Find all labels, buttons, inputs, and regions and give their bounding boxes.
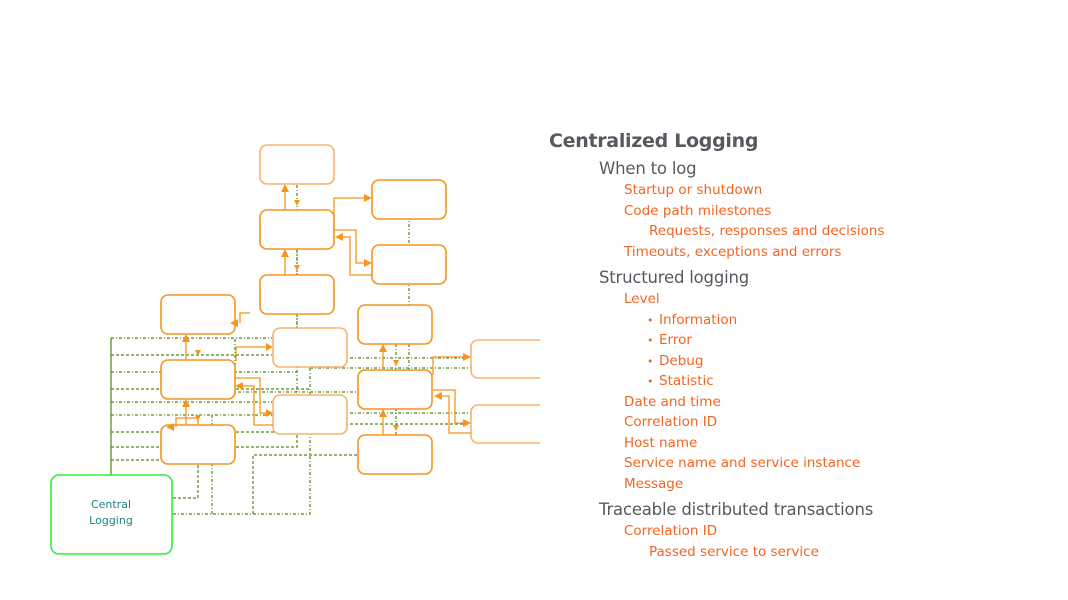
service-node [357, 304, 433, 345]
service-node [259, 209, 335, 250]
outline-item: Service name and service instance [624, 455, 861, 471]
service-node [470, 339, 540, 379]
outline-item: Host name [624, 434, 698, 451]
section-traceable-transactions: Traceable distributed transactions Corre… [599, 499, 1059, 562]
outline-title: Centralized Logging [549, 130, 759, 152]
section-when-to-log: When to log Startup or shutdown Code pat… [599, 158, 1059, 262]
service-node [272, 327, 348, 368]
service-node [259, 274, 335, 315]
service-node [371, 179, 447, 220]
outline-bullet-item: •Debug [647, 351, 1059, 372]
service-node [357, 434, 433, 475]
service-node [470, 404, 540, 444]
outline-bullet-item: •Information [647, 310, 1059, 331]
outline-item: Timeouts, exceptions and errors [624, 243, 842, 260]
central-logging-label-line1: Central [91, 498, 131, 511]
section-heading: When to log [599, 159, 697, 178]
outline-item: Startup or shutdown [624, 182, 763, 198]
bullet-icon: • [647, 375, 654, 388]
service-node [259, 144, 335, 185]
service-node [272, 394, 348, 435]
service-node [371, 244, 447, 285]
outline-item: Correlation ID [624, 414, 718, 430]
service-node [160, 359, 236, 400]
microservices-logging-diagram: Central Logging [50, 144, 540, 555]
outline-item: Message [624, 475, 684, 492]
outline-item: Code path milestones [624, 202, 772, 219]
outline-item: Date and time [624, 393, 721, 410]
logging-outline: Centralized Logging When to log Startup … [549, 128, 1059, 562]
section-heading: Structured logging [599, 268, 750, 287]
service-nodes [160, 144, 540, 475]
outline-item: Correlation ID [624, 523, 718, 539]
bullet-icon: • [647, 354, 654, 368]
outline-subitem: Requests, responses and decisions [649, 223, 885, 239]
service-calls [166, 184, 471, 435]
service-node [160, 424, 236, 465]
outline-bullet-item: •Statistic [647, 371, 1059, 392]
service-node [357, 369, 433, 410]
outline-bullet-item: •Error [647, 330, 1059, 351]
central-logging-node: Central Logging [50, 474, 173, 555]
bullet-icon: • [647, 334, 654, 347]
section-structured-logging: Structured logging Level •Information •E… [599, 267, 1059, 494]
section-heading: Traceable distributed transactions [599, 500, 874, 519]
outline-subitem: Passed service to service [649, 543, 819, 560]
bullet-icon: • [647, 313, 654, 327]
outline-item: Level [624, 291, 660, 307]
service-node [160, 294, 236, 335]
central-logging-label-line2: Logging [89, 514, 133, 527]
